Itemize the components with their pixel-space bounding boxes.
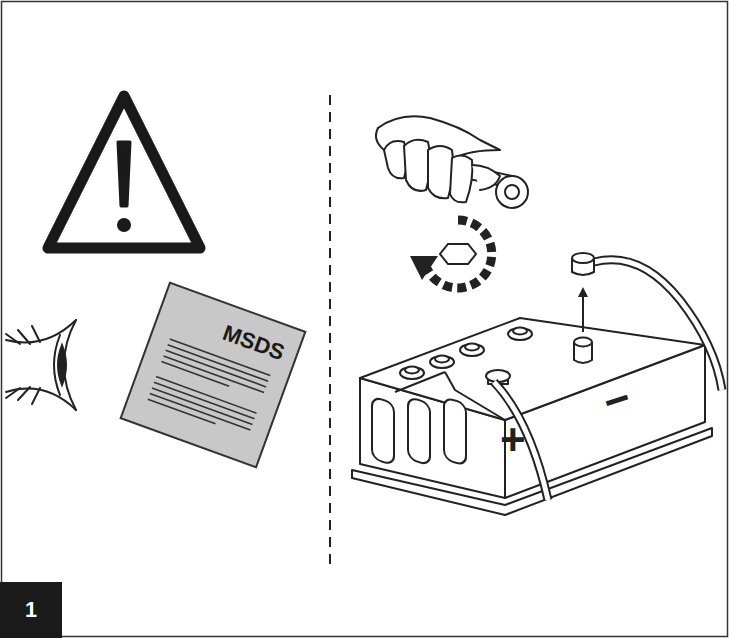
step-number-box: 1: [0, 582, 62, 638]
positive-sign: +: [500, 418, 526, 462]
warning-symbol: [48, 96, 200, 248]
negative-sign: −: [598, 375, 636, 425]
eye-symbol: [6, 320, 76, 410]
text-lines: [122, 284, 304, 466]
document-title: MSDS: [157, 297, 288, 366]
rotate-arrow: [410, 220, 492, 288]
divider-line: [329, 95, 331, 565]
hand-wrench: [376, 116, 528, 208]
document-sheet: MSDS: [119, 281, 306, 468]
battery: [352, 253, 722, 515]
step-number: 1: [0, 597, 62, 623]
